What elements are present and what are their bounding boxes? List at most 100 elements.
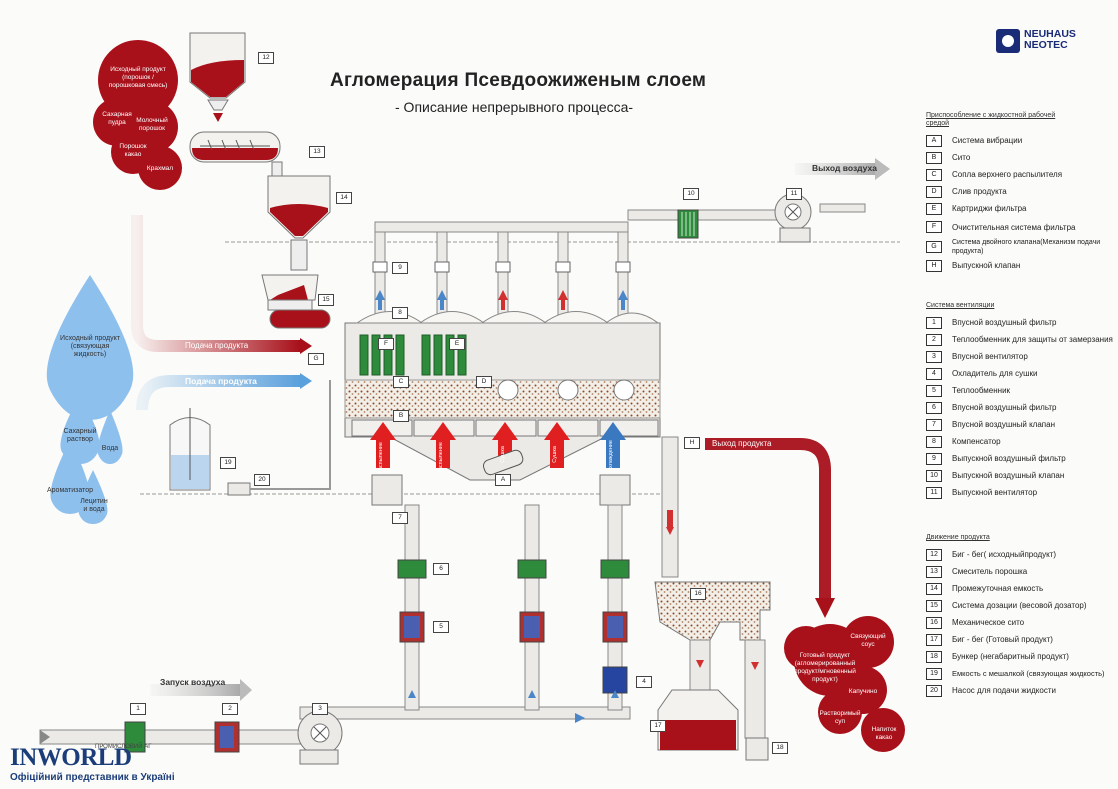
marker-15: 15 bbox=[318, 294, 334, 306]
legend-text: Емкость с мешалкой (связующая жидкость) bbox=[952, 669, 1105, 678]
legend-row: 4 Охладитель для сушки bbox=[926, 365, 1106, 382]
marker-D: D bbox=[476, 376, 492, 388]
legend-row: D Слив продукта bbox=[926, 183, 1106, 200]
marker-F: F bbox=[378, 338, 394, 350]
legend-key: 5 bbox=[926, 384, 942, 397]
legend-key: 19 bbox=[926, 667, 942, 680]
marker-13: 13 bbox=[309, 146, 325, 158]
legend-text: Механическое сито bbox=[952, 618, 1025, 627]
bubble-output-3: Растворимый суп bbox=[819, 710, 861, 725]
legend-apparatus-heading: Приспособление с жидкостной рабочей сред… bbox=[926, 112, 1056, 127]
legend-key: H bbox=[926, 259, 942, 272]
legend-row: 6 Впусной воздушный фильтр bbox=[926, 399, 1106, 416]
legend-text: Выпускной клапан bbox=[952, 261, 1021, 270]
legend-text: Компенсатор bbox=[952, 437, 1001, 446]
legend-text: Слив продукта bbox=[952, 187, 1007, 196]
legend-key: 17 bbox=[926, 633, 942, 646]
chamber-label-3: Сушка bbox=[552, 446, 558, 463]
drop-0: Исходный продукт (связующая жидкость) bbox=[60, 335, 120, 358]
legend-text: Впусной вентилятор bbox=[952, 352, 1028, 361]
marker-14: 14 bbox=[336, 192, 352, 204]
legend-text: Система дозации (весовой дозатор) bbox=[952, 601, 1087, 610]
legend-key: 6 bbox=[926, 401, 942, 414]
legend-text: Теплообменник bbox=[952, 386, 1011, 395]
drop-2: Вода bbox=[101, 445, 119, 452]
legend-text: Охладитель для сушки bbox=[952, 369, 1038, 378]
air-start-grey-band bbox=[150, 684, 240, 696]
chamber-label-4: Охлаждение bbox=[608, 440, 614, 473]
legend-key: 10 bbox=[926, 469, 942, 482]
brand-line-2: NEOTEC bbox=[1024, 39, 1068, 51]
bubble-input-0: Исходный продукт (порошок / порошковая с… bbox=[108, 66, 168, 89]
legend-text: Сопла верхнего распылителя bbox=[952, 170, 1063, 179]
brand-logo: NEUHAUS NEOTEC bbox=[1024, 29, 1076, 51]
legend-text: Система вибрации bbox=[952, 136, 1023, 145]
legend-text: Впусной воздушный фильтр bbox=[952, 403, 1057, 412]
legend-row: G Система двойного клапана(Механизм подач… bbox=[926, 237, 1106, 257]
legend-row: 5 Теплообменник bbox=[926, 382, 1106, 399]
chamber-label-2: Сушка bbox=[500, 446, 506, 463]
legend-text: Система двойного клапана(Механизм подачи… bbox=[952, 239, 1101, 255]
legend-key: E bbox=[926, 202, 942, 215]
legend-key: 9 bbox=[926, 452, 942, 465]
exhaust-air-label: Выход воздуха bbox=[812, 163, 877, 173]
legend-key: A bbox=[926, 134, 942, 147]
marker-7: 7 bbox=[392, 512, 408, 524]
marker-19: 19 bbox=[220, 457, 236, 469]
marker-9: 9 bbox=[392, 262, 408, 274]
legend-ventilation-heading: Система вентиляции bbox=[926, 302, 995, 309]
legend-key: 8 bbox=[926, 435, 942, 448]
legend-text: Выпускной вентилятор bbox=[952, 488, 1038, 497]
legend-text: Теплообменник для защиты от замерзания bbox=[952, 335, 1113, 344]
legend-key: 14 bbox=[926, 582, 942, 595]
marker-8: 8 bbox=[392, 307, 408, 319]
legend-key: C bbox=[926, 168, 942, 181]
legend-key: 20 bbox=[926, 684, 942, 697]
legend-text: Впусной воздушный клапан bbox=[952, 420, 1055, 429]
legend-text: Биг - бег( исходныйпродукт) bbox=[952, 550, 1057, 559]
legend-key: 4 bbox=[926, 367, 942, 380]
inworld-small-text: ПРОМИСЛОВИЙ АГ bbox=[95, 744, 152, 750]
marker-6: 6 bbox=[433, 563, 449, 575]
marker-C: C bbox=[393, 376, 409, 388]
marker-5: 5 bbox=[433, 621, 449, 633]
legend-text: Промежуточная емкость bbox=[952, 584, 1044, 593]
legend-product-heading: Движение продукта bbox=[926, 534, 990, 541]
marker-4: 4 bbox=[636, 676, 652, 688]
marker-10: 10 bbox=[683, 188, 699, 200]
marker-18: 18 bbox=[772, 742, 788, 754]
marker-16: 16 bbox=[690, 588, 706, 600]
page-subtitle: - Описание непрерывного процесса- bbox=[395, 99, 634, 115]
page-title: Агломерация Псевдоожиженым слоем bbox=[330, 70, 707, 91]
legend-text: Впусной воздушный фильтр bbox=[952, 318, 1057, 327]
product-feed-label-2: Подача продукта bbox=[185, 376, 257, 386]
drop-1: Сахарный раствор bbox=[63, 428, 97, 443]
legend-text: Смеситель порошка bbox=[952, 567, 1028, 576]
marker-17: 17 bbox=[650, 720, 666, 732]
legend-row: 18 Бункер (негабаритный продукт) bbox=[926, 648, 1106, 665]
legend-key: 3 bbox=[926, 350, 942, 363]
bubble-input-2: Молочный порошок bbox=[136, 117, 168, 132]
legend-key: G bbox=[926, 241, 942, 253]
bubble-input-3: Порошок какао bbox=[119, 143, 147, 158]
marker-G: G bbox=[308, 353, 324, 365]
legend-text: Бункер (негабаритный продукт) bbox=[952, 652, 1069, 661]
legend-text: Очистительная система фильтра bbox=[952, 222, 1076, 232]
legend-row: 19 Емкость с мешалкой (связующая жидкость… bbox=[926, 665, 1106, 682]
product-feed-label-1: Подача продукта bbox=[185, 341, 249, 350]
air-start-label: Запуск воздуха bbox=[160, 677, 226, 687]
legend-key: 18 bbox=[926, 650, 942, 663]
marker-11: 11 bbox=[786, 188, 802, 200]
legend-key: D bbox=[926, 185, 942, 198]
exhaust-grey-band bbox=[795, 163, 875, 175]
